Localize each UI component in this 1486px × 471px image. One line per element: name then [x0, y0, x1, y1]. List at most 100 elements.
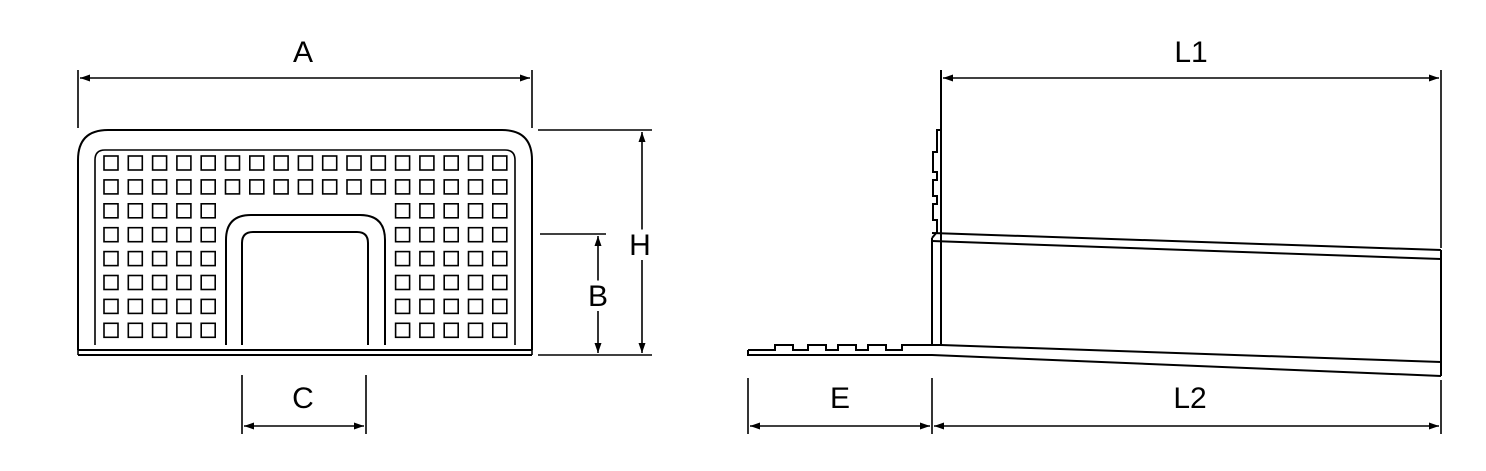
vent-square: [491, 250, 508, 267]
vent-square: [297, 155, 314, 171]
vent-square: [346, 179, 362, 195]
vent-square: [200, 298, 216, 315]
vent-square: [151, 250, 168, 267]
vent-square: [127, 203, 144, 219]
vent-square: [127, 179, 144, 195]
vent-square: [103, 274, 119, 291]
vent-square: [103, 179, 119, 195]
vent-square: [151, 226, 168, 243]
vent-square: [103, 155, 119, 171]
dimension-label-l1: L1: [1174, 36, 1207, 69]
vent-square: [394, 203, 411, 219]
vent-square: [151, 179, 168, 195]
vent-square: [151, 203, 168, 219]
vent-square: [491, 179, 508, 195]
vent-square: [249, 179, 265, 195]
vent-square: [200, 274, 216, 291]
vent-square: [443, 274, 460, 291]
vent-square: [370, 179, 387, 195]
vent-square: [151, 274, 168, 291]
vent-square: [176, 203, 192, 219]
ventilation-grid: [103, 155, 508, 339]
vent-square: [151, 322, 168, 339]
vent-square: [443, 298, 460, 315]
vent-square: [467, 155, 484, 171]
vent-square: [491, 274, 508, 291]
vent-square: [273, 179, 289, 195]
vent-square: [103, 226, 119, 243]
vent-square: [321, 155, 338, 171]
vent-square: [467, 179, 484, 195]
vent-square: [200, 155, 216, 171]
vent-square: [443, 322, 460, 339]
vent-square: [200, 250, 216, 267]
vent-square: [200, 203, 216, 219]
vent-square: [103, 203, 119, 219]
vent-square: [103, 322, 119, 339]
vent-square: [394, 179, 411, 195]
vent-square: [127, 298, 144, 315]
vent-square: [224, 155, 241, 171]
vent-square: [321, 179, 338, 195]
front-outer-outline: [77, 129, 533, 350]
vent-square: [200, 179, 216, 195]
dimension-label-b: B: [588, 280, 608, 313]
vent-square: [394, 298, 411, 315]
dimension-label-a: A: [293, 36, 313, 69]
vent-square: [467, 250, 484, 267]
front-opening-inner: [241, 231, 369, 345]
vent-square: [467, 226, 484, 243]
vent-square: [419, 250, 435, 267]
vent-square: [491, 155, 508, 171]
vent-square: [394, 274, 411, 291]
front-opening-outer: [225, 214, 386, 345]
vent-square: [151, 298, 168, 315]
vent-square: [491, 226, 508, 243]
front-view: A H B C: [77, 36, 656, 434]
vent-square: [419, 298, 435, 315]
vent-square: [443, 226, 460, 243]
vent-square: [176, 322, 192, 339]
vent-square: [127, 274, 144, 291]
vent-square: [176, 226, 192, 243]
vent-square: [443, 179, 460, 195]
dimension-label-c: C: [292, 382, 314, 415]
vent-square: [467, 274, 484, 291]
vent-square: [443, 203, 460, 219]
vent-square: [491, 322, 508, 339]
vent-square: [249, 155, 265, 171]
vent-square: [370, 155, 387, 171]
dimension-label-e: E: [830, 382, 850, 415]
vent-square: [419, 179, 435, 195]
vent-square: [176, 274, 192, 291]
vent-square: [443, 155, 460, 171]
side-upper-shelf-top: [931, 232, 1442, 251]
vent-square: [491, 298, 508, 315]
vent-square: [467, 203, 484, 219]
vent-square: [419, 226, 435, 243]
vent-square: [419, 322, 435, 339]
vent-square: [103, 298, 119, 315]
dimension-label-h: H: [629, 229, 651, 262]
front-inner-outline: [94, 149, 516, 345]
vent-square: [346, 155, 362, 171]
vent-square: [176, 298, 192, 315]
vent-square: [127, 226, 144, 243]
vent-square: [419, 274, 435, 291]
vent-square: [200, 322, 216, 339]
vent-square: [443, 250, 460, 267]
vent-square: [467, 322, 484, 339]
vent-square: [176, 155, 192, 171]
vent-square: [200, 226, 216, 243]
vent-square: [297, 179, 314, 195]
side-upper-shelf-bottom: [931, 240, 1442, 260]
side-ramp-top: [748, 344, 1442, 363]
vent-square: [273, 155, 289, 171]
side-view: L1 E L2: [747, 36, 1442, 434]
vent-square: [419, 155, 435, 171]
side-wall-notches: [931, 129, 941, 239]
vent-square: [491, 203, 508, 219]
vent-square: [127, 155, 144, 171]
vent-square: [103, 250, 119, 267]
